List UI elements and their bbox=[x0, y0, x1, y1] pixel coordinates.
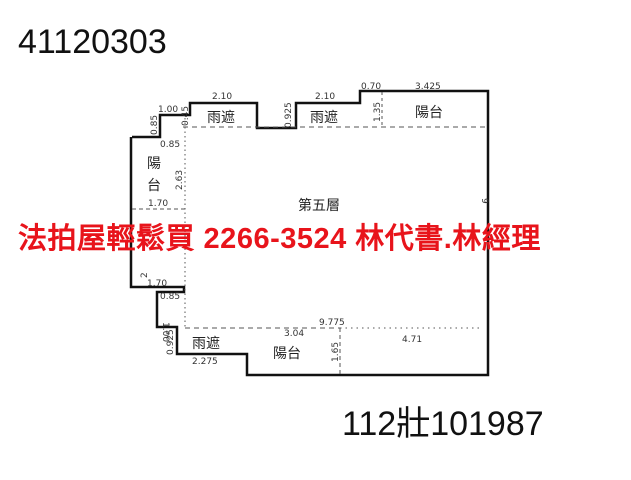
case-id: 41120303 bbox=[18, 23, 167, 61]
dimension: 0.925 bbox=[284, 102, 294, 128]
dimension: 4.71 bbox=[402, 335, 422, 345]
outer-wall bbox=[129, 89, 490, 377]
dimension: 0.925 bbox=[166, 329, 176, 355]
room-label: 陽台 bbox=[415, 105, 443, 121]
dimension: 1.00 bbox=[160, 322, 170, 342]
dimension: 3.425 bbox=[415, 82, 441, 92]
room-label: 雨遮 bbox=[310, 110, 338, 126]
dimension: 1.35 bbox=[373, 102, 383, 122]
dimension: 3.04 bbox=[284, 329, 304, 339]
room-label: 台 bbox=[147, 178, 161, 194]
contact-banner: 法拍屋輕鬆買 2266-3524 林代書.林經理 bbox=[18, 223, 541, 255]
dimension: 2.10 bbox=[315, 92, 335, 102]
dimension: 1.65 bbox=[331, 342, 341, 362]
reference-number: 112壯101987 bbox=[342, 405, 544, 443]
room-label: 陽 bbox=[147, 156, 161, 172]
room-label: 雨遮 bbox=[207, 110, 235, 126]
dimension: 0.70 bbox=[361, 82, 381, 92]
dimension: 9 bbox=[479, 198, 489, 204]
dimension: 0.85 bbox=[160, 292, 180, 302]
dimension: 1.00 bbox=[158, 105, 178, 115]
dimension: 1.70 bbox=[148, 199, 168, 209]
dimension: 9.775 bbox=[319, 318, 345, 328]
room-label: 雨遮 bbox=[192, 336, 220, 352]
dimension: 0.85 bbox=[160, 140, 180, 150]
dimension: 0.45 bbox=[181, 106, 191, 126]
dimension: 2 bbox=[140, 272, 150, 278]
dimension: 2.10 bbox=[212, 92, 232, 102]
dimension: 0.85 bbox=[150, 115, 160, 135]
floor-label: 第五層 bbox=[298, 197, 340, 214]
dimension: 2.275 bbox=[192, 357, 218, 367]
dimension: 1.70 bbox=[147, 279, 167, 289]
dimension: 2.63 bbox=[175, 170, 185, 190]
room-label: 陽台 bbox=[273, 346, 301, 362]
